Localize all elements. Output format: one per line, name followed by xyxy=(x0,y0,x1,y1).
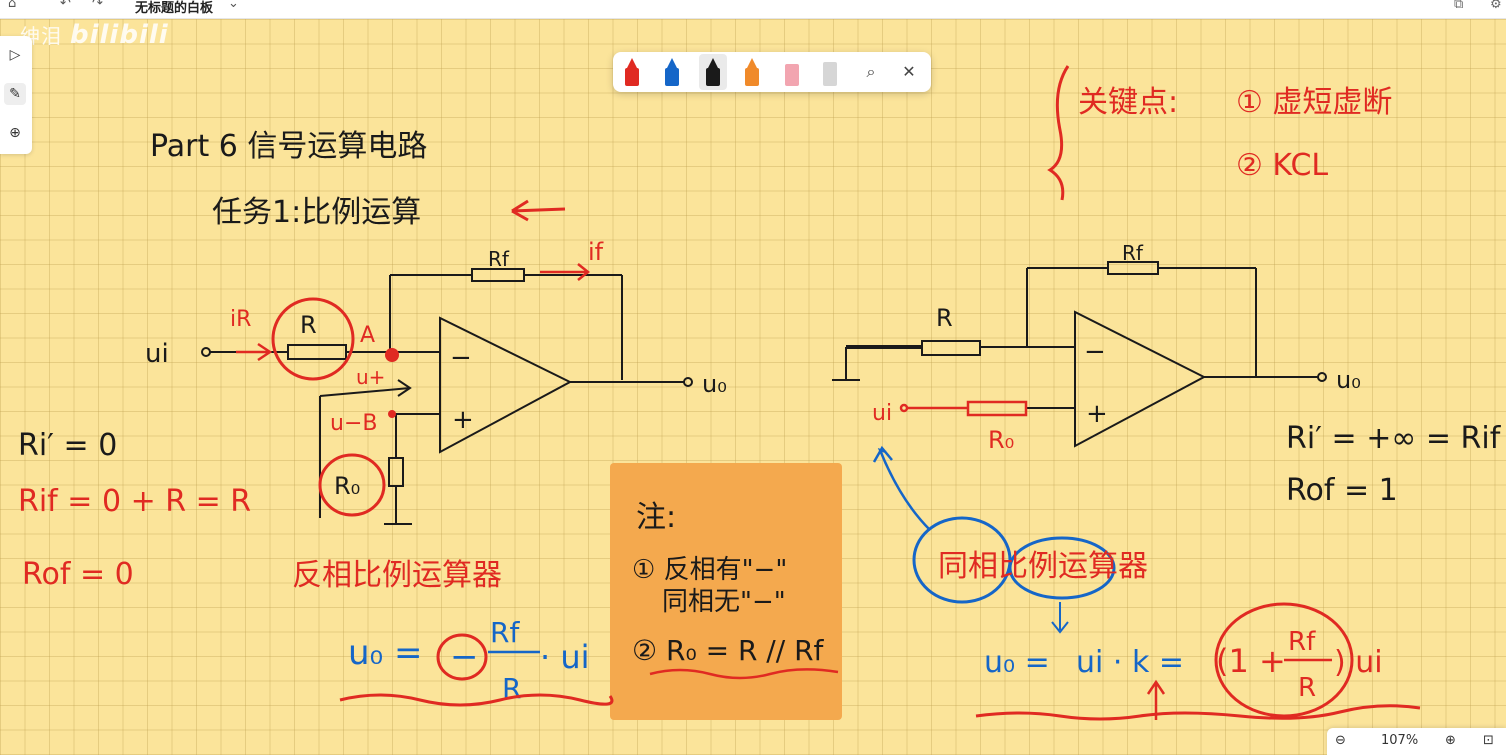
right-caption: 同相比例运算器 xyxy=(938,549,1148,584)
zoom-in-icon[interactable]: ⊕ xyxy=(1445,733,1456,748)
note-line-2: 同相无"−" xyxy=(662,587,786,617)
redo-icon[interactable]: ↷ xyxy=(92,0,103,11)
circle-ratio-highlight xyxy=(1008,536,1116,600)
orange-highlighter-icon[interactable] xyxy=(743,58,761,88)
right-formula-num: Rf xyxy=(1288,627,1316,657)
left-formula-lhs: u₀ = xyxy=(348,633,422,673)
right-input-branch xyxy=(899,400,1028,417)
right-rf-label: Rf xyxy=(1122,241,1144,265)
note-title: 注: xyxy=(636,500,676,535)
whiteboard-canvas[interactable] xyxy=(0,19,1506,755)
undo-icon[interactable]: ↶ xyxy=(60,0,71,11)
right-ri-text: Ri′ = +∞ = Rif xyxy=(1286,421,1502,456)
circle-r-highlight xyxy=(271,297,355,381)
blue-pen-icon[interactable] xyxy=(663,58,681,88)
right-formula-underline xyxy=(975,704,1421,721)
zoom-bar: ⊖ 107% ⊕ ⊡ xyxy=(1327,728,1506,755)
right-formula-open: (1 + xyxy=(1216,642,1286,680)
task-text: 任务1:比例运算 xyxy=(212,195,421,230)
pen-tool-icon[interactable]: ✎ xyxy=(4,83,26,105)
window-icon[interactable]: ⧉ xyxy=(1454,0,1464,12)
heading-text: Part 6 信号运算电路 xyxy=(150,129,427,164)
left-r-label: R xyxy=(300,311,317,339)
left-a-label: A xyxy=(360,323,375,348)
left-rf-label: Rf xyxy=(488,247,510,271)
left-rof-text: Rof = 0 xyxy=(22,557,134,592)
left-circuit xyxy=(201,268,693,525)
right-ui-label: ui xyxy=(872,401,892,426)
right-minus-label: − xyxy=(1084,337,1106,367)
right-formula-mid: ui · k = xyxy=(1076,645,1184,680)
select-tool-icon[interactable]: ▷ xyxy=(9,47,21,63)
note-line-1: ① 反相有"−" xyxy=(632,555,787,585)
down-arrow-icon xyxy=(1051,602,1069,634)
left-caption: 反相比例运算器 xyxy=(292,558,502,593)
left-ri-text: Ri′ = 0 xyxy=(18,428,117,463)
title-chevron-down-icon[interactable]: ⌄ xyxy=(228,0,239,11)
arrow-left-icon xyxy=(511,199,566,222)
left-formula-neg: − xyxy=(450,637,479,677)
left-r0-label: R₀ xyxy=(334,472,360,500)
bilibili-logo: bilibili xyxy=(70,20,169,50)
right-formula-den: R xyxy=(1298,673,1316,703)
node-b-dot xyxy=(388,410,396,418)
right-circuit xyxy=(832,261,1327,448)
left-if-label: if xyxy=(588,238,604,266)
key-point-1: ① 虚短虚断 xyxy=(1236,85,1392,120)
right-r-label: R xyxy=(936,304,953,332)
left-uo-label: u₀ xyxy=(702,370,727,398)
app-title-bar: ⌂ ↶ ↷ 无标题的白板 ⌄ ⧉ ⚙ xyxy=(0,0,1506,19)
left-rif-text: Rif = 0 + R = R xyxy=(18,484,251,519)
zoom-level: 107% xyxy=(1381,733,1419,748)
left-minus-label: − xyxy=(450,343,472,373)
right-r0-label: R₀ xyxy=(988,426,1014,454)
add-tool-icon[interactable]: ⊕ xyxy=(9,125,21,141)
eraser-icon[interactable] xyxy=(783,58,801,88)
right-rof-text: Rof = 1 xyxy=(1286,473,1398,508)
pen-toolbar: ⌕ ✕ xyxy=(613,52,931,92)
home-icon[interactable]: ⌂ xyxy=(8,0,17,11)
note-line-3: ② R₀ = R // Rf xyxy=(632,634,825,667)
left-ui-label: ui xyxy=(145,339,169,369)
left-formula-underline xyxy=(339,693,614,707)
curly-brace xyxy=(1047,65,1070,201)
right-uo-label: u₀ xyxy=(1336,366,1361,394)
close-icon[interactable]: ✕ xyxy=(902,62,916,81)
left-ir-label: iR xyxy=(230,307,251,332)
circle-same-phase-highlight xyxy=(912,516,1012,604)
left-ub-label: u−B xyxy=(330,411,377,436)
right-formula-rhs: ) ui xyxy=(1334,645,1383,680)
lasso-icon[interactable]: ⌕ xyxy=(866,62,876,81)
left-uplus-label: u+ xyxy=(356,365,385,389)
key-point-2: ② KCL xyxy=(1236,148,1328,183)
left-toolbar: ▷ ✎ ⊕ xyxy=(0,36,32,154)
circle-minus-highlight xyxy=(436,633,488,681)
circle-r0-highlight xyxy=(318,453,386,517)
key-points-label: 关键点: xyxy=(1078,85,1178,120)
left-formula-rhs: · ui xyxy=(540,638,590,676)
red-pen-icon[interactable] xyxy=(623,58,641,88)
board-title[interactable]: 无标题的白板 xyxy=(135,1,214,16)
circle-gain-highlight xyxy=(1214,602,1354,718)
zoom-out-icon[interactable]: ⊖ xyxy=(1335,733,1346,748)
black-pen-icon[interactable] xyxy=(699,54,727,90)
left-formula-num: Rf xyxy=(490,616,520,649)
fit-screen-icon[interactable]: ⊡ xyxy=(1483,733,1494,748)
if-arrow-icon xyxy=(540,263,591,281)
note-underline xyxy=(649,668,839,680)
ruler-icon[interactable] xyxy=(821,58,839,88)
node-a-dot xyxy=(385,348,399,362)
ir-arrow-icon xyxy=(236,342,273,362)
left-plus-label: + xyxy=(452,405,474,435)
settings-icon[interactable]: ⚙ xyxy=(1490,0,1502,12)
right-formula-lhs: u₀ = xyxy=(984,645,1050,680)
right-plus-label: + xyxy=(1086,399,1108,429)
right-ui-arrow-icon xyxy=(872,445,931,531)
